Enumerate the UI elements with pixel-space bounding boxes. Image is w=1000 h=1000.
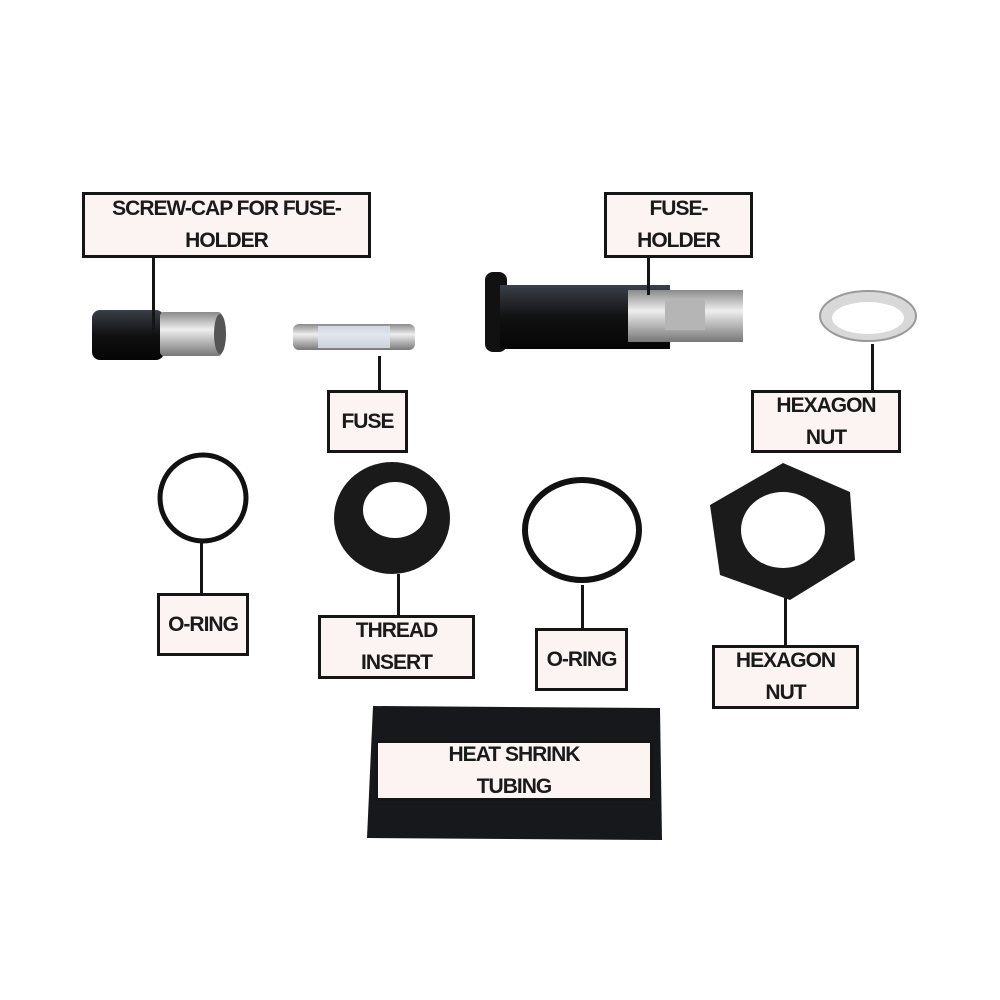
leader-line [784, 598, 787, 647]
fuse-part [293, 324, 415, 350]
thread-insert-part [334, 462, 450, 574]
hexagon-nut-small-part [819, 290, 917, 342]
leader-line [152, 256, 155, 330]
screw-cap-part [92, 310, 226, 360]
leader-line [647, 255, 650, 295]
leader-line [200, 540, 203, 595]
label-screw-cap: SCREW-CAP FOR FUSE- HOLDER [82, 192, 371, 258]
o-ring-large-part [522, 477, 642, 583]
o-ring-small-part [157, 452, 249, 544]
label-o-ring-large: O-RING [535, 628, 628, 691]
leader-line [378, 356, 381, 392]
label-o-ring-small: O-RING [157, 593, 249, 656]
label-thread-insert: THREAD INSERT [318, 615, 475, 679]
label-fuse: FUSE [327, 390, 408, 453]
leader-line [397, 574, 400, 617]
leader-line [871, 344, 874, 392]
hexagon-nut-large-part [710, 463, 855, 600]
label-fuse-holder: FUSE- HOLDER [604, 192, 753, 258]
label-hexagon-nut-large: HEXAGON NUT [712, 645, 859, 709]
label-hexagon-nut-small: HEXAGON NUT [751, 390, 901, 453]
fuse-holder-part [485, 272, 743, 352]
label-heat-shrink-tubing: HEAT SHRINK TUBING [375, 740, 653, 801]
leader-line [581, 585, 584, 630]
